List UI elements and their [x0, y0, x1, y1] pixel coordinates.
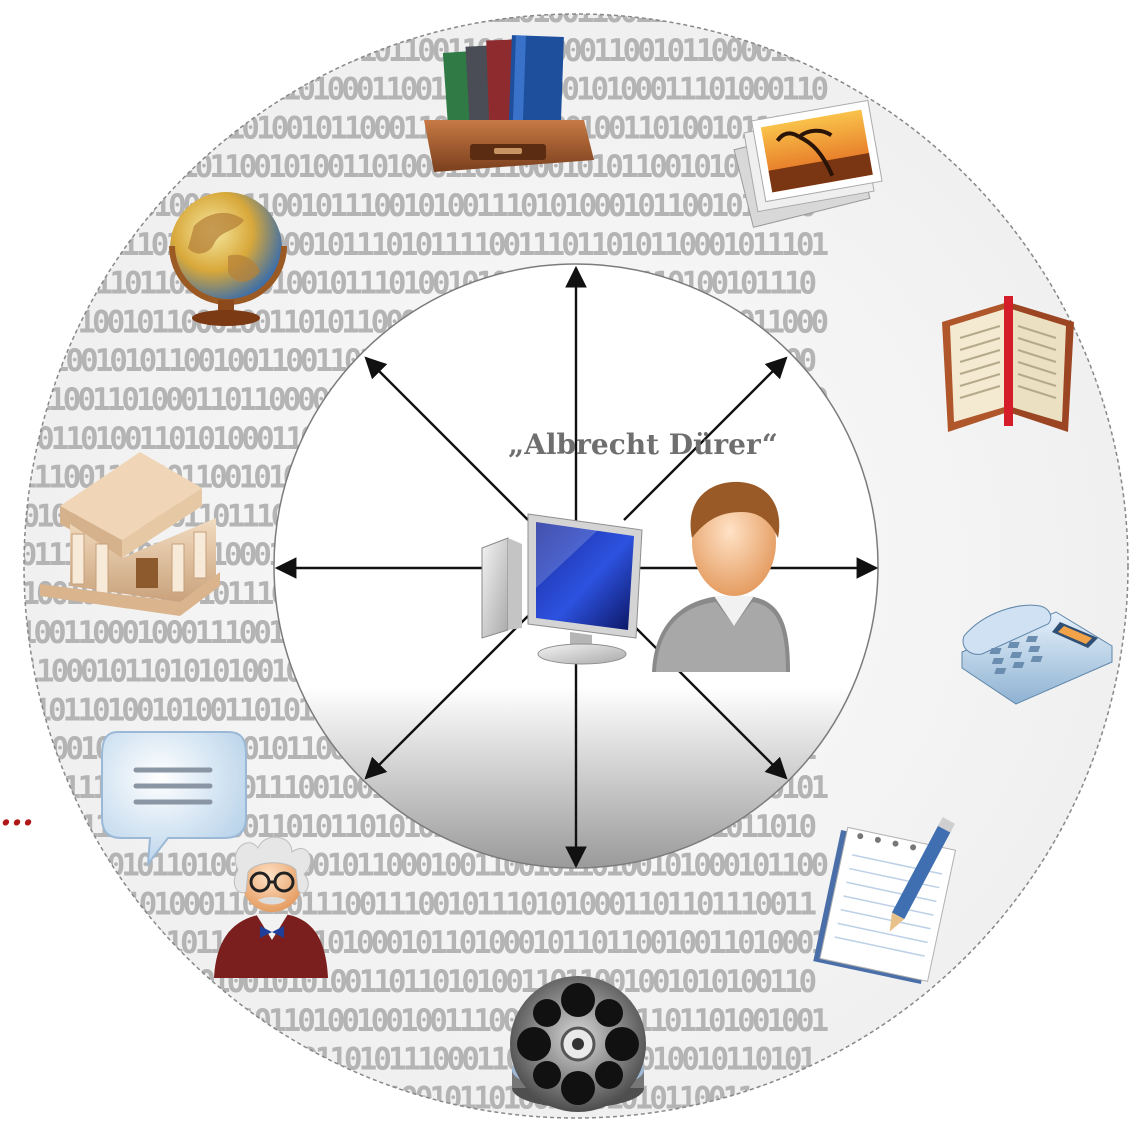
- binary-row: 0101101100010100011101000110010110110001…: [4, 72, 827, 108]
- photos-icon: [733, 99, 883, 228]
- binary-row: 0111100111011010110001011101011110011101…: [4, 227, 828, 263]
- arrow-down-left: [364, 615, 529, 780]
- binary-row: 0011100101001011101101001001001110010100…: [4, 1003, 828, 1039]
- scholar-person-icon: [214, 836, 328, 978]
- binary-row: 1100011010100110010010110101110001101010…: [0, 1042, 816, 1078]
- center-title: „Albrecht Dürer“: [508, 428, 778, 461]
- binary-row: 1001011101010001101101110011100101110101…: [0, 886, 816, 922]
- globe-icon: [169, 192, 287, 326]
- arrow-up-left: [364, 356, 529, 521]
- film-reel-icon: [510, 976, 646, 1112]
- notepad-pencil-icon: [813, 817, 957, 984]
- binary-row: 0110100010110110010011010001011010001011…: [4, 925, 828, 961]
- continuation-ellipsis: …: [0, 794, 35, 834]
- binary-row: 0011011000101011001010011010001101100010…: [4, 149, 827, 185]
- open-book-icon: [942, 296, 1074, 432]
- computer-icon: [481, 513, 643, 665]
- arrows: [274, 265, 879, 869]
- binary-row: 1100010111001001101001011000110001011100…: [0, 110, 815, 146]
- binary-row: 0100110010110100101000101100010011001011…: [4, 848, 827, 884]
- arrow-down-right: [623, 615, 788, 780]
- binary-row: 0101101001110101011001101010010110100111…: [4, 1080, 827, 1116]
- binary-row: 1001101101000110010110000101100110110100…: [0, 33, 816, 69]
- binary-row: 1101010011011001001010100110110101001101…: [0, 964, 815, 1000]
- speech-bubble-icon: [101, 731, 247, 868]
- arrow-up-right: [623, 356, 788, 521]
- museum-building-icon: [40, 452, 220, 616]
- user-icon: [652, 481, 790, 672]
- binary-row: 0110011010011001101000111010011001101001…: [4, 0, 827, 30]
- binary-row: 1010011101010001011001011100101001110101…: [0, 188, 815, 224]
- telephone-icon: [961, 604, 1113, 705]
- books-icon: [424, 35, 594, 172]
